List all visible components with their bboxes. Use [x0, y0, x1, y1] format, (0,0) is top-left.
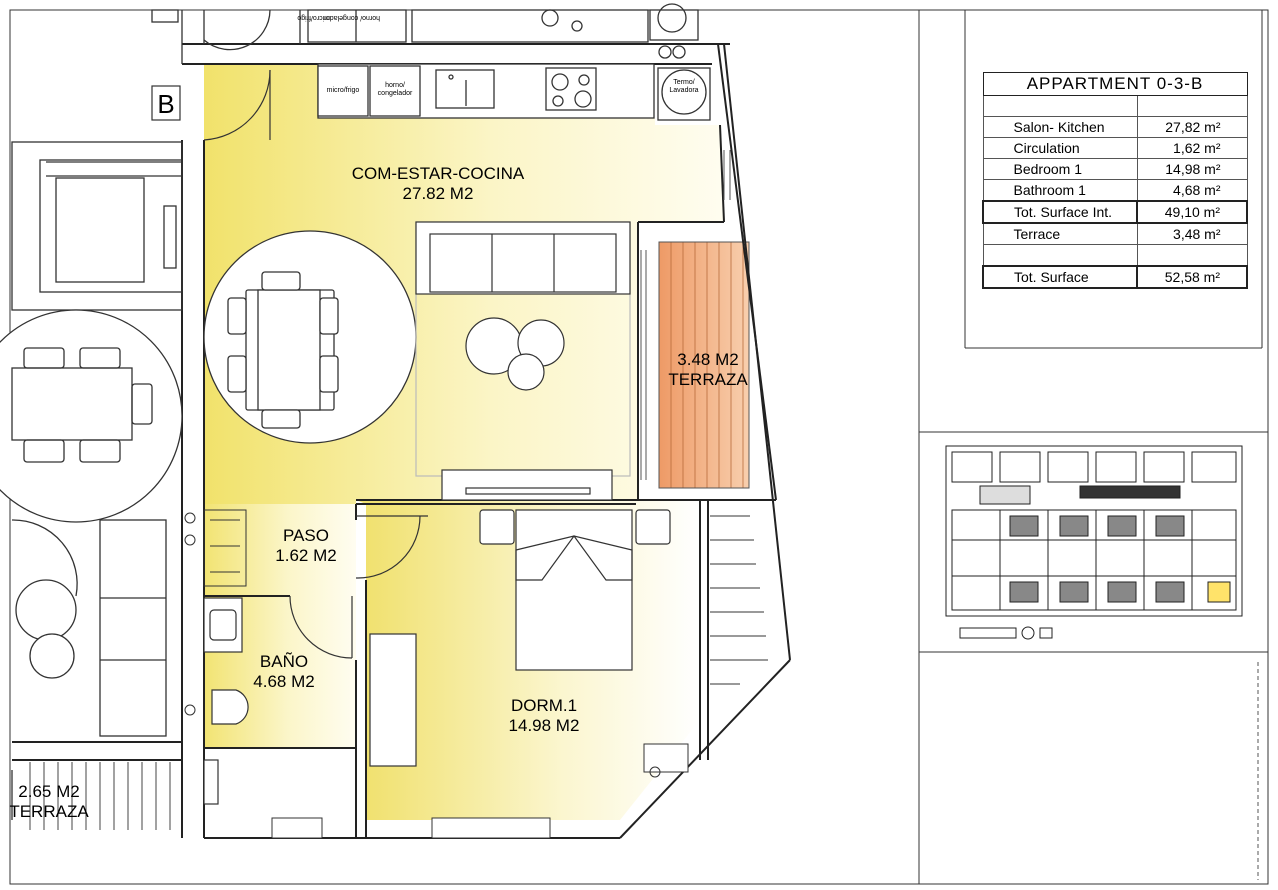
table-row [982, 95, 1248, 117]
termo-label: Termo/ Lavadora [669, 79, 699, 94]
terrace-area: 3.48 M2 [677, 350, 739, 369]
living-room-label: COM-ESTAR-COCINA 27.82 M2 [340, 164, 536, 204]
row-label: Tot. Surface [982, 265, 1138, 289]
row-value: 27,82 m² [1136, 116, 1248, 138]
unit-letter: B [157, 89, 175, 119]
left-terrace-label: 2.65 M2 TERRAZA [4, 782, 94, 822]
svg-text:micro/frigo: micro/frigo [297, 14, 330, 21]
row-value: 4,68 m² [1136, 179, 1248, 202]
bath-name: BAÑO [259, 652, 309, 671]
hall-fill [204, 504, 356, 748]
bedroom-area: 14.98 M2 [508, 716, 580, 735]
hall-area: 1.62 M2 [275, 546, 337, 565]
hall-name: PASO [283, 526, 329, 545]
row-value: 14,98 m² [1136, 158, 1248, 180]
row-label: Salon- Kitchen [982, 116, 1138, 138]
row-value: 52,58 m² [1136, 265, 1248, 289]
table-row: Tot. Surface Int.49,10 m² [982, 200, 1248, 224]
row-value: 3,48 m² [1136, 222, 1248, 245]
row-label: Tot. Surface Int. [982, 200, 1138, 224]
terrace-fill [659, 242, 749, 488]
row-value: 49,10 m² [1136, 200, 1248, 224]
terrace-label: 3.48 M2 TERRAZA [658, 350, 758, 390]
table-title: APPARTMENT 0-3-B [982, 72, 1248, 96]
bedroom-name: DORM.1 [510, 696, 578, 715]
living-room-name: COM-ESTAR-COCINA [351, 164, 525, 183]
row-label: Bathroom 1 [982, 179, 1138, 202]
key-plan [945, 445, 1243, 640]
bath-area: 4.68 M2 [253, 672, 315, 691]
hall-label: PASO 1.62 M2 [262, 526, 350, 566]
micro-label: micro/frigo [326, 87, 360, 94]
row-label: Bedroom 1 [982, 158, 1138, 180]
bedroom-label: DORM.1 14.98 M2 [496, 696, 592, 736]
row-label: Circulation [982, 137, 1138, 159]
svg-text:horno/ congelador: horno/ congelador [323, 14, 380, 21]
left-terrace-name: TERRAZA [9, 802, 89, 821]
left-terrace-area: 2.65 M2 [18, 782, 80, 801]
horno-label: horno/ congelador [377, 82, 413, 97]
terrace-name: TERRAZA [668, 370, 748, 389]
row-label: Terrace [982, 222, 1138, 245]
bath-label: BAÑO 4.68 M2 [240, 652, 328, 692]
living-room-area: 27.82 M2 [402, 184, 474, 203]
row-value: 1,62 m² [1136, 137, 1248, 159]
table-row [982, 244, 1248, 267]
